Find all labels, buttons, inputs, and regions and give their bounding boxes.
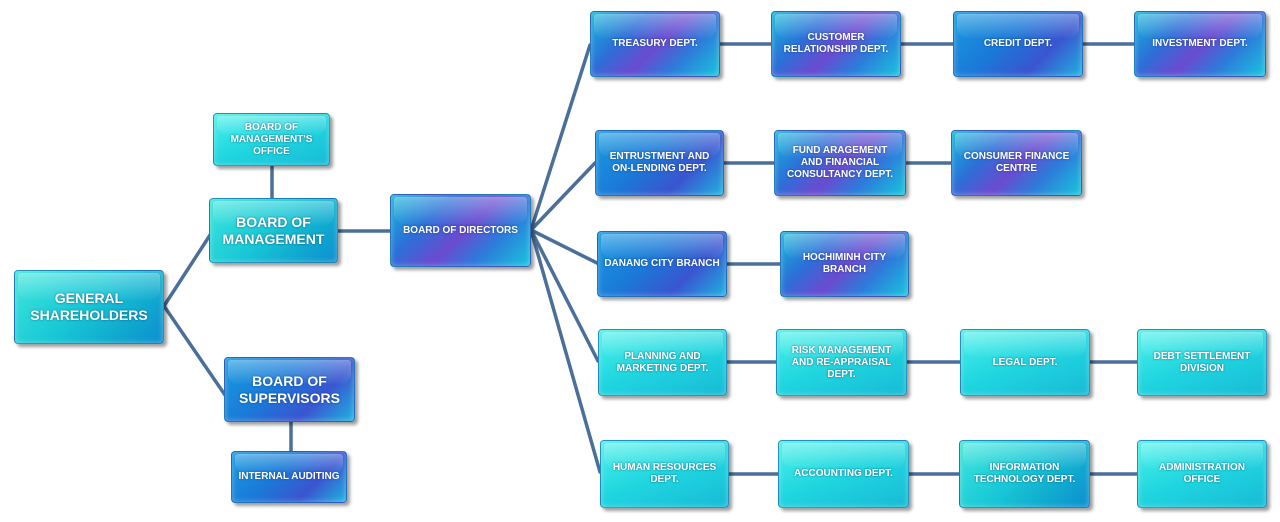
connector-directors-treasury: [529, 43, 592, 232]
node-board-of-directors: BOARD OF DIRECTORS: [390, 194, 531, 267]
connector-directors-entrustment: [529, 161, 597, 232]
node-treasury-dept: TREASURY DEPT.: [590, 11, 720, 77]
node-internal-auditing-label: INTERNAL AUDITING: [238, 471, 340, 482]
node-board-of-supervisors-label: BOARD OF SUPERVISORS: [239, 372, 340, 406]
node-hochiminh-city-branch: HOCHIMINH CITY BRANCH: [780, 231, 909, 297]
node-board-of-management-office: BOARD OF MANAGEMENT'S OFFICE: [213, 113, 330, 166]
node-investment-dept: INVESTMENT DEPT.: [1134, 11, 1266, 77]
node-board-of-management-label: BOARD OF MANAGEMENT: [222, 213, 325, 247]
node-accounting-dept-label: ACCOUNTING DEPT.: [794, 468, 893, 479]
node-risk-management-dept-label: RISK MANAGEMENT AND RE-APPRAISAL DEPT.: [791, 344, 892, 380]
node-human-resources-dept: HUMAN RESOURCES DEPT.: [600, 440, 729, 508]
node-general-shareholders-label: GENERAL SHAREHOLDERS: [30, 290, 148, 323]
node-risk-management-dept: RISK MANAGEMENT AND RE-APPRAISAL DEPT.: [776, 329, 907, 396]
node-entrustment-dept: ENTRUSTMENT AND ON-LENDING DEPT.: [595, 130, 724, 196]
node-fund-arrangement-dept-label: FUND ARAGEMENT AND FINANCIAL CONSULTANCY…: [786, 145, 894, 180]
node-board-of-management: BOARD OF MANAGEMENT: [209, 198, 338, 263]
connector-directors-danang: [529, 228, 599, 265]
node-planning-marketing-dept-label: PLANNING AND MARKETING DEPT.: [616, 350, 709, 374]
node-debt-settlement-division-label: DEBT SETTLEMENT DIVISION: [1153, 350, 1251, 374]
node-entrustment-dept-label: ENTRUSTMENT AND ON-LENDING DEPT.: [609, 151, 710, 174]
node-consumer-finance-centre-label: CONSUMER FINANCE CENTRE: [963, 151, 1070, 174]
node-fund-arrangement-dept: FUND ARAGEMENT AND FINANCIAL CONSULTANCY…: [774, 130, 906, 196]
node-legal-dept-label: LEGAL DEPT.: [992, 356, 1058, 368]
connector-directors-hr: [529, 228, 602, 474]
node-internal-auditing: INTERNAL AUDITING: [231, 451, 347, 503]
node-board-of-management-office-label: BOARD OF MANAGEMENT'S OFFICE: [230, 121, 313, 157]
connector-shareholders-supervisors: [162, 304, 227, 397]
node-accounting-dept: ACCOUNTING DEPT.: [778, 440, 909, 508]
node-credit-dept-label: CREDIT DEPT.: [983, 38, 1053, 49]
node-treasury-dept-label: TREASURY DEPT.: [612, 38, 698, 49]
node-consumer-finance-centre: CONSUMER FINANCE CENTRE: [951, 130, 1082, 196]
node-customer-relationship-dept-label: CUSTOMER RELATIONSHIP DEPT.: [783, 32, 889, 55]
node-administration-office-label: ADMINISTRATION OFFICE: [1159, 462, 1245, 485]
node-board-of-supervisors: BOARD OF SUPERVISORS: [224, 357, 355, 422]
node-information-technology-dept: INFORMATION TECHNOLOGY DEPT.: [959, 440, 1090, 508]
node-board-of-directors-label: BOARD OF DIRECTORS: [403, 224, 518, 236]
node-danang-city-branch: DANANG CITY BRANCH: [597, 231, 727, 297]
node-general-shareholders: GENERAL SHAREHOLDERS: [14, 270, 164, 344]
node-debt-settlement-division: DEBT SETTLEMENT DIVISION: [1137, 329, 1267, 396]
node-credit-dept: CREDIT DEPT.: [953, 11, 1083, 77]
connector-directors-planning: [529, 228, 600, 363]
node-danang-city-branch-label: DANANG CITY BRANCH: [604, 258, 720, 269]
node-information-technology-dept-label: INFORMATION TECHNOLOGY DEPT.: [973, 462, 1076, 485]
connector-shareholders-management: [162, 230, 214, 308]
node-planning-marketing-dept: PLANNING AND MARKETING DEPT.: [598, 329, 727, 396]
node-legal-dept: LEGAL DEPT.: [960, 329, 1090, 396]
node-investment-dept-label: INVESTMENT DEPT.: [1152, 38, 1248, 49]
node-hochiminh-city-branch-label: HOCHIMINH CITY BRANCH: [802, 252, 887, 275]
node-customer-relationship-dept: CUSTOMER RELATIONSHIP DEPT.: [771, 11, 901, 77]
node-human-resources-dept-label: HUMAN RESOURCES DEPT.: [612, 462, 717, 485]
node-administration-office: ADMINISTRATION OFFICE: [1137, 440, 1267, 508]
